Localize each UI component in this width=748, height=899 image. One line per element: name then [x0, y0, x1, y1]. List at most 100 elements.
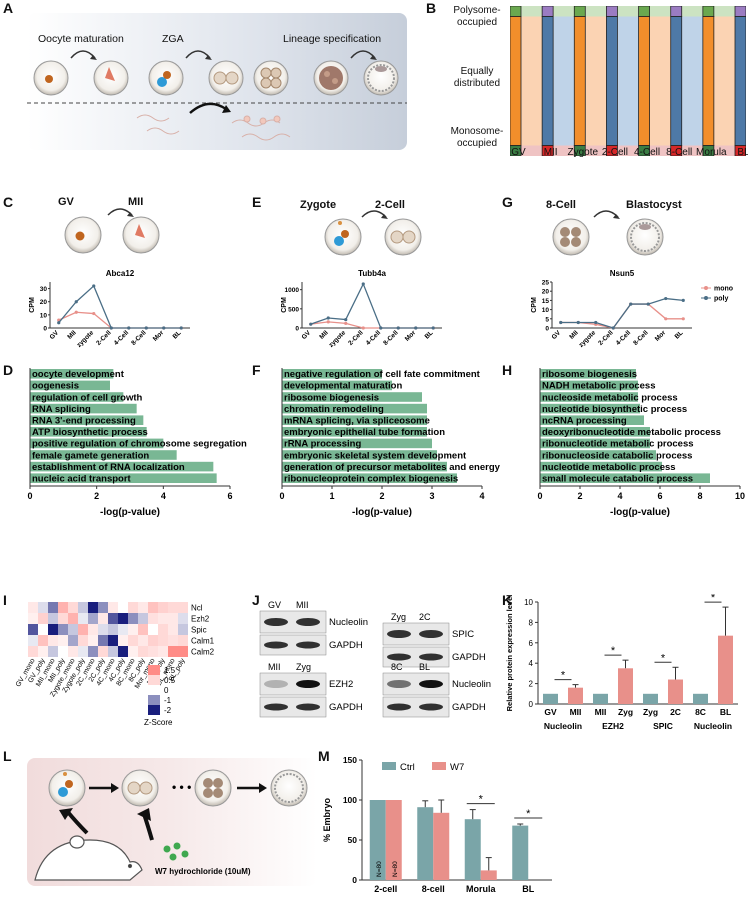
heatmap-cell	[128, 624, 138, 635]
heatmap-legend-tick: -1	[164, 696, 172, 705]
heatmap-cell	[158, 602, 168, 613]
line-chart-title: Abca12	[106, 269, 135, 278]
alluvial-column-mid	[670, 16, 683, 146]
k-y-axis-label: Relative protein expression level	[505, 595, 514, 712]
x-tick-label: 8-Cell	[632, 329, 650, 347]
heatmap-cell	[48, 635, 58, 646]
alluvial-band	[553, 16, 575, 146]
go-term-label: RNA 3'-end processing	[32, 416, 136, 427]
k-bar	[718, 635, 733, 704]
go-bar	[282, 427, 427, 437]
x-tick-label: 4-Cell	[615, 329, 633, 347]
y-tick-label: 10	[542, 307, 550, 314]
x-tick-label: 2-Cell	[347, 329, 365, 347]
heatmap-cell	[118, 646, 128, 657]
row-label-polysome: Polysome- occupied	[453, 5, 501, 28]
heatmap-cell	[78, 613, 88, 624]
legend-w7-swatch	[432, 762, 446, 770]
go-term-label: female gamete generation	[32, 450, 149, 461]
go-term-label: RNA splicing	[32, 404, 91, 415]
alluvial-column-bottom	[606, 145, 618, 156]
blot-loading-label: GAPDH	[452, 652, 486, 663]
blot-lane-label: Zyg	[391, 612, 406, 622]
heatmap-row-label: Calm2	[191, 648, 215, 657]
heatmap-cell	[118, 602, 128, 613]
blot-protein-label: Nucleolin	[452, 679, 491, 690]
heatmap-cell	[168, 635, 178, 646]
heatmap-cell	[88, 602, 98, 613]
panel-label-e: E	[252, 194, 262, 210]
blot-membrane	[382, 622, 450, 646]
line-point	[326, 320, 330, 324]
y-tick-label: 100	[343, 795, 357, 805]
x-tick-label: 4-Cell	[113, 329, 131, 347]
heatmap-cell	[138, 602, 148, 613]
alluvial-column-top	[510, 6, 522, 17]
y-tick-label: 0	[545, 326, 549, 333]
embryo-mii	[93, 60, 129, 96]
alluvial-column-top	[734, 6, 746, 17]
y-tick-label: 150	[343, 755, 357, 765]
alluvial-column-mid	[510, 16, 522, 146]
x-tick-label: 4	[479, 491, 484, 501]
k-x-tick-label: 8C	[695, 707, 706, 717]
heatmap-cell	[68, 646, 78, 657]
blot-band	[264, 641, 288, 649]
x-tick-label: 8-Cell	[382, 329, 400, 347]
heatmap-cell	[138, 613, 148, 624]
heatmap-cell	[148, 635, 158, 646]
line-point	[681, 298, 685, 302]
k-bar	[568, 687, 583, 704]
panel-label-c: C	[3, 194, 14, 210]
blot-band	[387, 653, 411, 661]
m-bar-w7	[433, 812, 450, 880]
m-x-tick-label: Morula	[466, 884, 496, 894]
k-bar	[693, 693, 708, 704]
heatmap-cell	[68, 602, 78, 613]
go-bar	[30, 380, 110, 391]
heatmap: NclEzh2SpicCalm1Calm2GV_monoGV_polyMII_m…	[15, 602, 215, 725]
heatmap-legend-swatch	[148, 695, 160, 705]
go-bar	[540, 427, 650, 437]
alluvial-column-bottom	[541, 145, 554, 156]
blot-protein-label: Nucleolin	[329, 617, 368, 628]
legend-ctrl-swatch	[382, 762, 396, 770]
heatmap-cell	[28, 602, 38, 613]
blot-membrane	[259, 696, 327, 718]
heatmap-cell	[128, 646, 138, 657]
heatmap-cell	[48, 602, 58, 613]
heatmap-cell	[88, 646, 98, 657]
x-tick-label: 4	[617, 491, 622, 501]
y-tick-label: 30	[40, 286, 48, 293]
blot-membrane	[382, 696, 450, 718]
go-term-label: ribonucleoside catabolic process	[542, 450, 692, 461]
go-bar	[540, 461, 662, 472]
heatmap-row-label: Calm1	[191, 637, 215, 646]
go-bar	[540, 450, 656, 460]
m-n-label: N=80	[392, 861, 399, 877]
y-tick-label: 6	[529, 639, 534, 648]
go-term-label: ncRNA processing	[542, 416, 627, 427]
line-point	[179, 326, 183, 330]
line-chart-title: Tubb4a	[358, 269, 386, 278]
alluvial-column-top	[541, 6, 554, 17]
heatmap-cell	[58, 613, 68, 624]
m-x-tick-label: 8-cell	[422, 884, 445, 894]
go-bar	[30, 427, 147, 437]
k-x-tick-label: GV	[544, 707, 557, 717]
x-tick-label: GV	[49, 329, 61, 341]
panel-label-f: F	[252, 362, 261, 378]
heatmap-cell	[108, 624, 118, 635]
heatmap-cell	[138, 624, 148, 635]
blot-band	[296, 618, 320, 626]
blot-band	[419, 703, 443, 711]
line-point	[57, 321, 61, 325]
x-tick-label: MII	[66, 329, 77, 340]
m-bar-w7	[480, 870, 497, 880]
k-x-tick-label: BL	[720, 707, 731, 717]
